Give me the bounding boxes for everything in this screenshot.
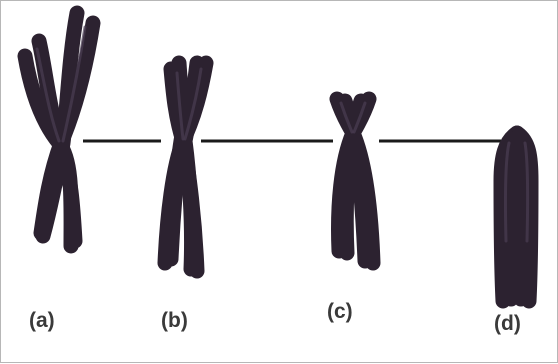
chromosome-a (25, 13, 93, 246)
label-c: (c) (327, 301, 353, 322)
label-d: (d) (494, 313, 521, 334)
chromosome-d (501, 133, 531, 301)
label-a: (a) (29, 310, 55, 331)
chromosome-c (337, 99, 373, 263)
label-b: (b) (161, 310, 188, 331)
chromosome-b (165, 63, 206, 271)
